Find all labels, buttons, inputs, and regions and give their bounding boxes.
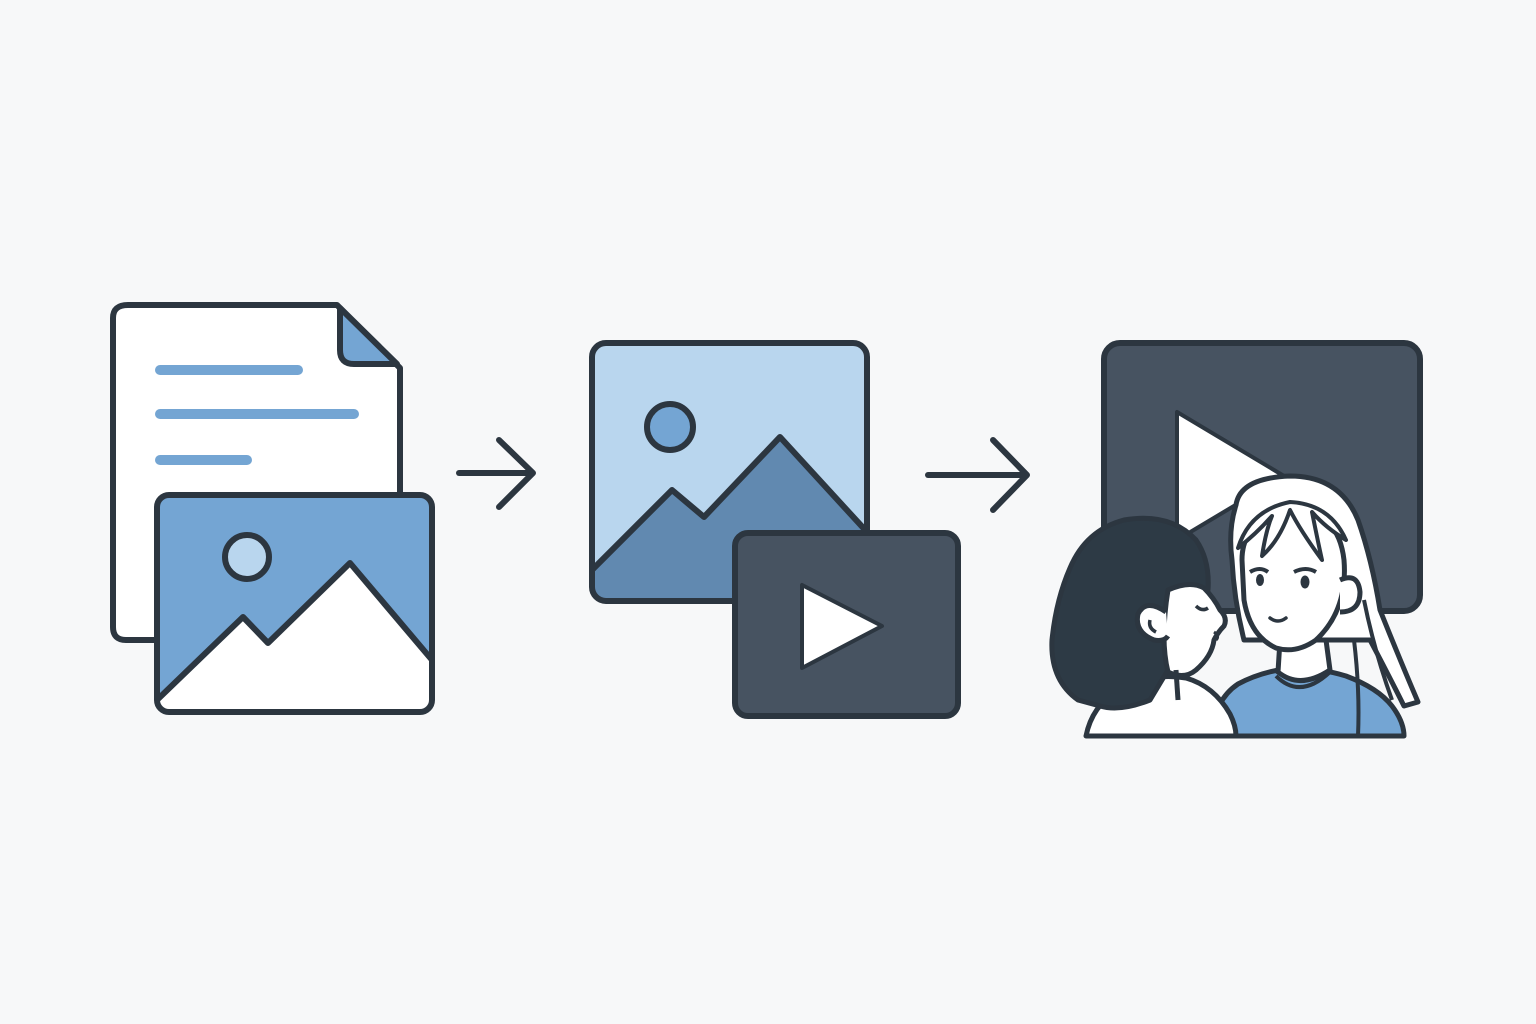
- stage-video-with-people: [1049, 340, 1423, 739]
- play-triangle: [800, 583, 884, 670]
- sun-circle: [222, 532, 272, 582]
- play-triangle: [1175, 410, 1286, 542]
- stage-text-plus-image: [110, 302, 435, 715]
- stage-image-plus-video: [589, 340, 961, 719]
- arrow-right-icon: [925, 437, 1030, 513]
- image-icon: [154, 492, 435, 715]
- person-dark-hair: [1049, 515, 1239, 739]
- sun-circle: [644, 401, 696, 453]
- arrow-right-icon: [456, 437, 536, 510]
- two-people-illustration: [1049, 473, 1421, 739]
- video-play-icon: [732, 530, 961, 719]
- person-girl: [1209, 473, 1421, 739]
